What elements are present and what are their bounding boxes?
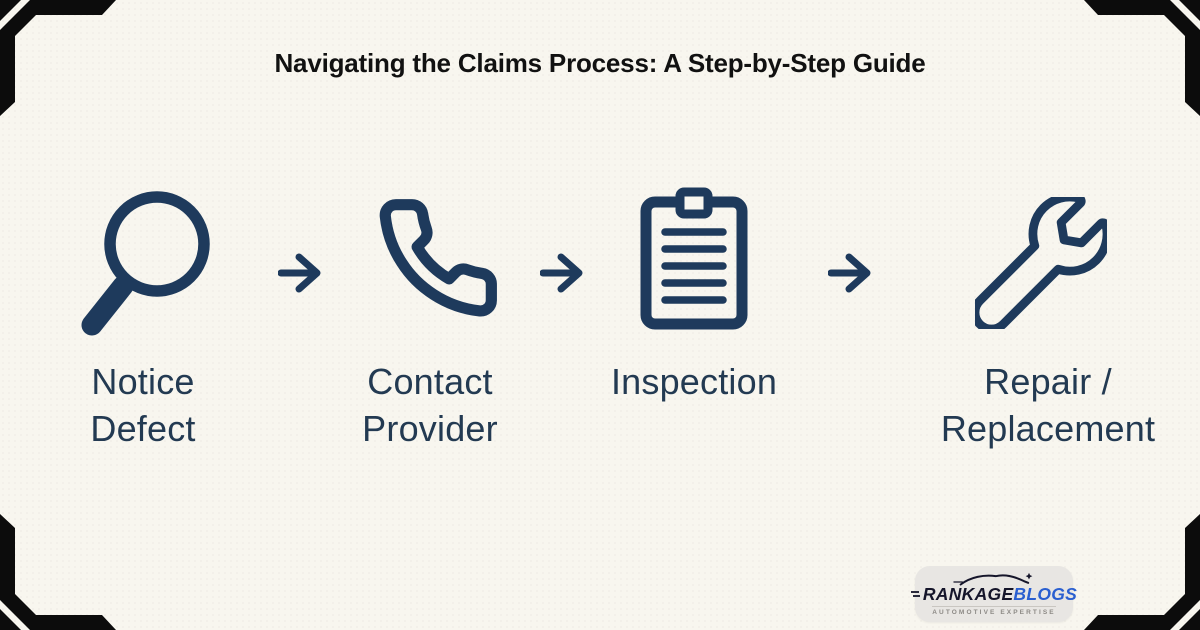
step-label-contact-provider: Contact Provider (362, 361, 498, 449)
brand-tagline: AUTOMOTIVE EXPERTISE (932, 606, 1056, 616)
step-label-inspection: Inspection (610, 361, 778, 402)
corner-ornament-bottom-left (0, 500, 130, 630)
corner-ornament-top-right (1070, 0, 1200, 130)
corner-ornament-top-left (0, 0, 130, 130)
clipboard-icon (640, 186, 748, 330)
step-label-repair-replacement: Repair / Replacement (940, 361, 1156, 449)
step-label-notice-defect: Notice Defect (90, 361, 196, 449)
brand-name-primary: RANKAGE (922, 584, 1014, 604)
brand-name-secondary: BLOGS (1013, 584, 1078, 604)
arrow-icon (828, 251, 874, 295)
brand-logo: RANKAGE BLOGS AUTOMOTIVE EXPERTISE (910, 566, 1077, 622)
wrench-icon (975, 197, 1107, 329)
arrow-icon (540, 251, 586, 295)
brand-wordmark: RANKAGE BLOGS (910, 584, 1078, 604)
speed-lines-icon (910, 588, 921, 600)
arrow-icon (278, 251, 324, 295)
phone-icon (374, 194, 502, 322)
corner-ornament-bottom-right (1070, 500, 1200, 630)
magnifier-icon (80, 172, 222, 344)
car-silhouette-icon (948, 572, 1040, 587)
page-title: Navigating the Claims Process: A Step-by… (274, 48, 926, 79)
